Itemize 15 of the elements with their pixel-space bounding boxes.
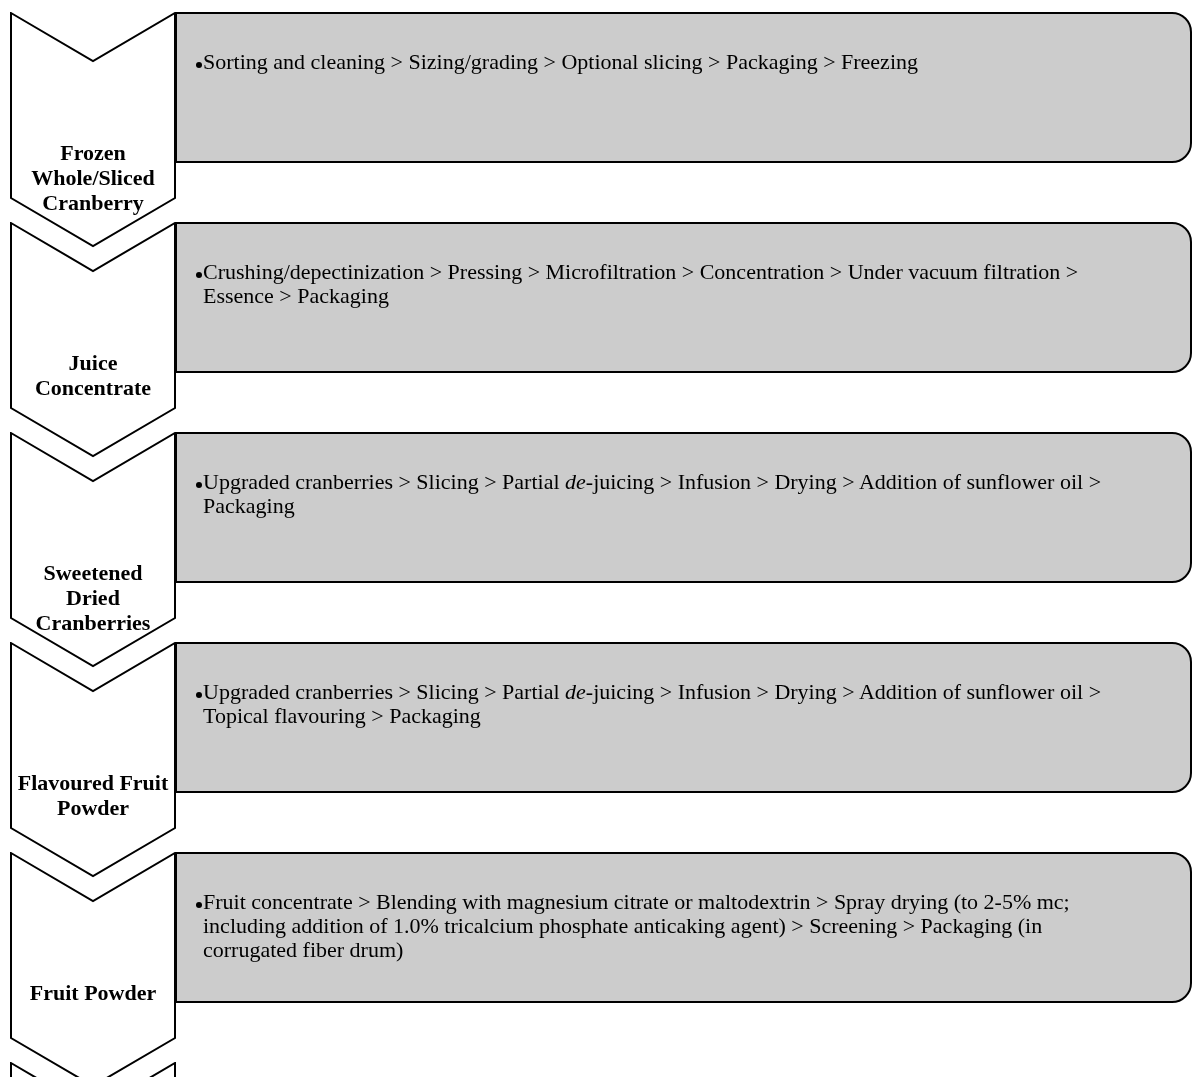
- process-steps: Sorting and cleaning > Sizing/grading > Optional slicing > Packaging > Freezing: [203, 50, 1140, 74]
- product-label: Frozen Whole/Sliced Cranberry: [30, 140, 156, 215]
- process-panel: [175, 222, 1192, 373]
- process-steps: Upgraded cranberries > Slicing > Partial de-juicing > Infusion > Drying > Addition of sunflower oil > Topical flavouring > Packaging: [203, 680, 1140, 728]
- process-panel: [175, 12, 1192, 163]
- product-label: Sweetened Dried Cranberries: [34, 560, 152, 635]
- product-label: Juice Concentrate: [33, 350, 153, 400]
- product-label: Fruit Powder: [28, 980, 158, 1005]
- process-steps: Upgraded cranberries > Slicing > Partial de-juicing > Infusion > Drying > Addition of sunflower oil > Packaging: [203, 470, 1140, 518]
- product-label: Flavoured Fruit Powder: [16, 770, 170, 820]
- process-panel: [175, 642, 1192, 793]
- process-steps: Fruit concentrate > Blending with magnesium citrate or maltodextrin > Spray drying (to 2-5% mc; including addition of 1.0% tricalcium phosphate anticaking agent) > Screening > Packaging (in corrugated fiber drum): [203, 890, 1140, 962]
- process-steps: Crushing/depectinization > Pressing > Microfiltration > Concentration > Under vacuum filtration > Essence > Packaging: [203, 260, 1140, 308]
- process-panel: [175, 852, 1192, 1003]
- process-panel: [175, 432, 1192, 583]
